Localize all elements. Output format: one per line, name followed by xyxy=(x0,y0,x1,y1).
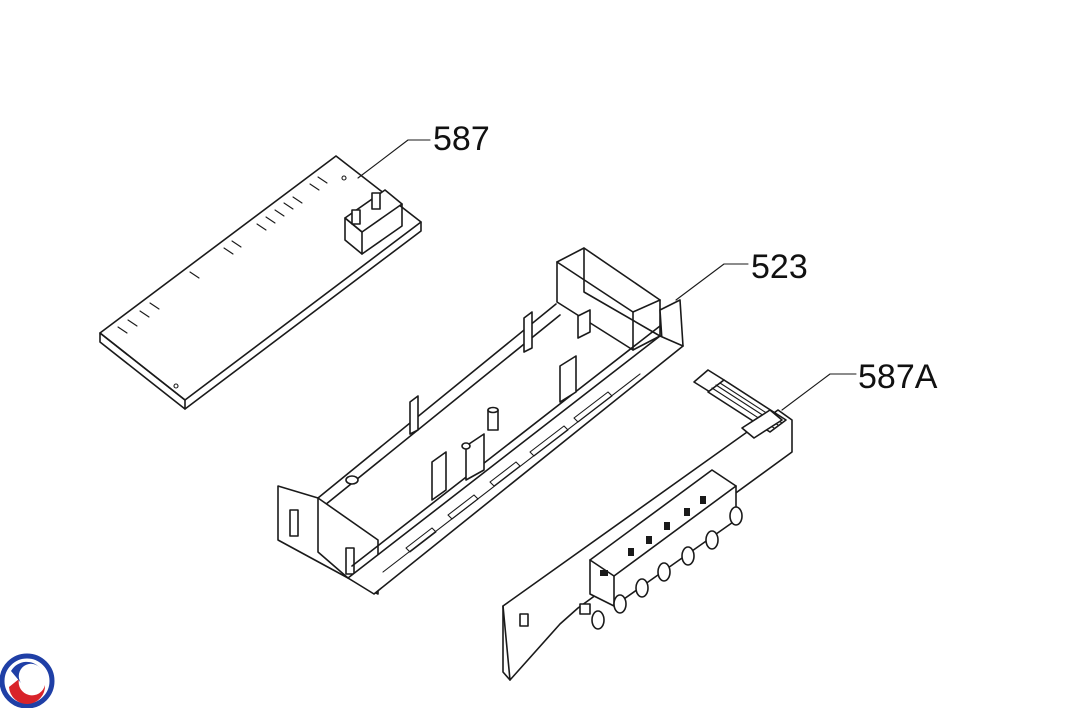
leader-line-523 xyxy=(675,263,749,301)
leader-line-587a xyxy=(781,373,857,411)
part-label-523: 523 xyxy=(751,248,808,286)
leader-line-587 xyxy=(357,139,431,179)
housing-frame-523 xyxy=(277,247,684,595)
button-pcb-587a xyxy=(502,369,793,681)
part-label-587a: 587A xyxy=(858,358,938,396)
push-buttons xyxy=(591,506,743,630)
part-label-587: 587 xyxy=(433,120,490,158)
brand-swirl-logo-icon xyxy=(0,653,55,708)
ribbon-cable xyxy=(693,369,787,439)
pcb-board-587 xyxy=(99,155,422,410)
